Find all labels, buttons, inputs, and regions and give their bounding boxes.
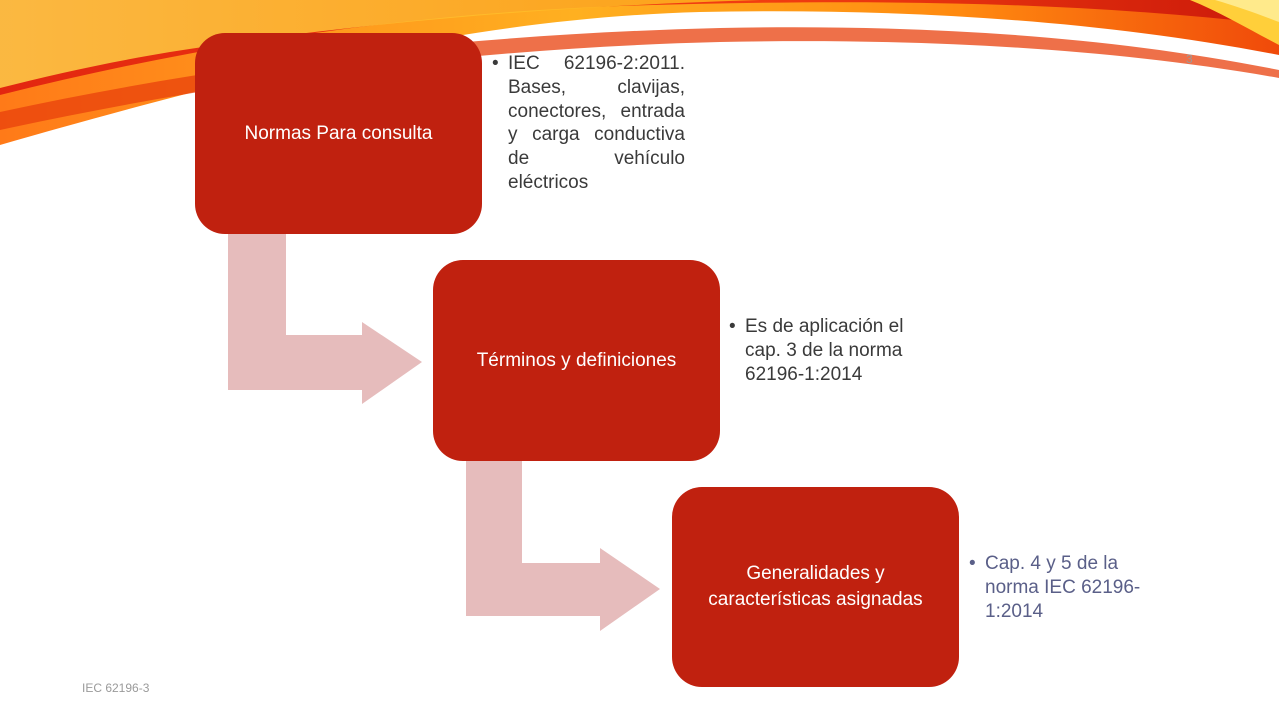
bent-arrow-shape bbox=[466, 461, 660, 631]
step-box-terminos: Términos y definiciones bbox=[433, 260, 720, 461]
step-detail-terminos: Es de aplicación el cap. 3 de la norma 6… bbox=[729, 315, 919, 386]
step-detail-normas: IEC 62196-2:2011. Bases, clavijas, conec… bbox=[492, 52, 685, 195]
step-box-generalidades: Generalidades y características asignada… bbox=[672, 487, 959, 687]
bent-arrow-shape bbox=[228, 234, 422, 404]
step-detail-generalidades: Cap. 4 y 5 de la norma IEC 62196-1:2014 bbox=[969, 552, 1154, 623]
swoosh-shape bbox=[1215, 0, 1279, 22]
slide-number: 3 bbox=[1186, 52, 1193, 66]
swoosh-shape bbox=[0, 0, 760, 88]
slide-footer: IEC 62196-3 bbox=[82, 681, 150, 695]
step-box-normas: Normas Para consulta bbox=[195, 33, 482, 234]
